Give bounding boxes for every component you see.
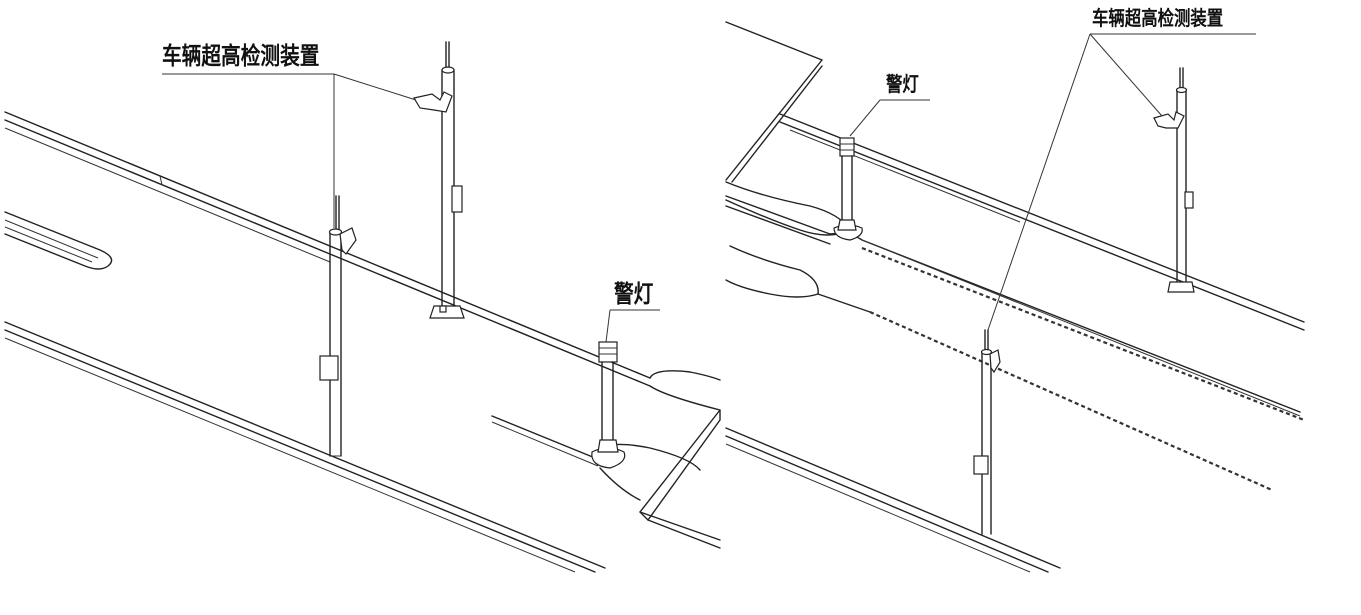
right-island-upper — [725, 181, 851, 236]
left-lower-rail — [4, 321, 606, 573]
right-detector-pole-near — [973, 329, 1001, 535]
right-warning-light-pole — [833, 137, 863, 241]
right-view-drawing — [725, 21, 1305, 573]
left-island-nose-upper — [649, 370, 721, 411]
left-detector-pole-far — [413, 41, 465, 319]
right-detector-label: 车辆超高检测装置 — [1092, 6, 1224, 30]
left-detector-pole-near — [319, 195, 357, 457]
right-island-lower — [725, 245, 819, 298]
right-slab — [725, 21, 823, 183]
right-detector-pole-far — [1153, 67, 1195, 293]
left-small-island — [4, 211, 113, 270]
left-view-drawing — [4, 41, 721, 573]
left-lower-island — [491, 409, 721, 549]
left-warning-light-pole — [591, 341, 626, 469]
right-upper-rail — [779, 113, 1305, 331]
left-warning-light-label: 警灯 — [614, 280, 654, 308]
left-detector-label: 车辆超高检测装置 — [162, 42, 320, 70]
left-leader-lines — [162, 73, 660, 343]
right-lower-rail — [725, 427, 1061, 573]
right-warning-light-label: 警灯 — [886, 72, 919, 96]
right-lane-dash-lower — [869, 310, 1273, 492]
left-upper-rail — [4, 111, 651, 387]
right-lane-dash-upper — [861, 246, 1305, 422]
right-leader-lines — [849, 33, 1256, 331]
